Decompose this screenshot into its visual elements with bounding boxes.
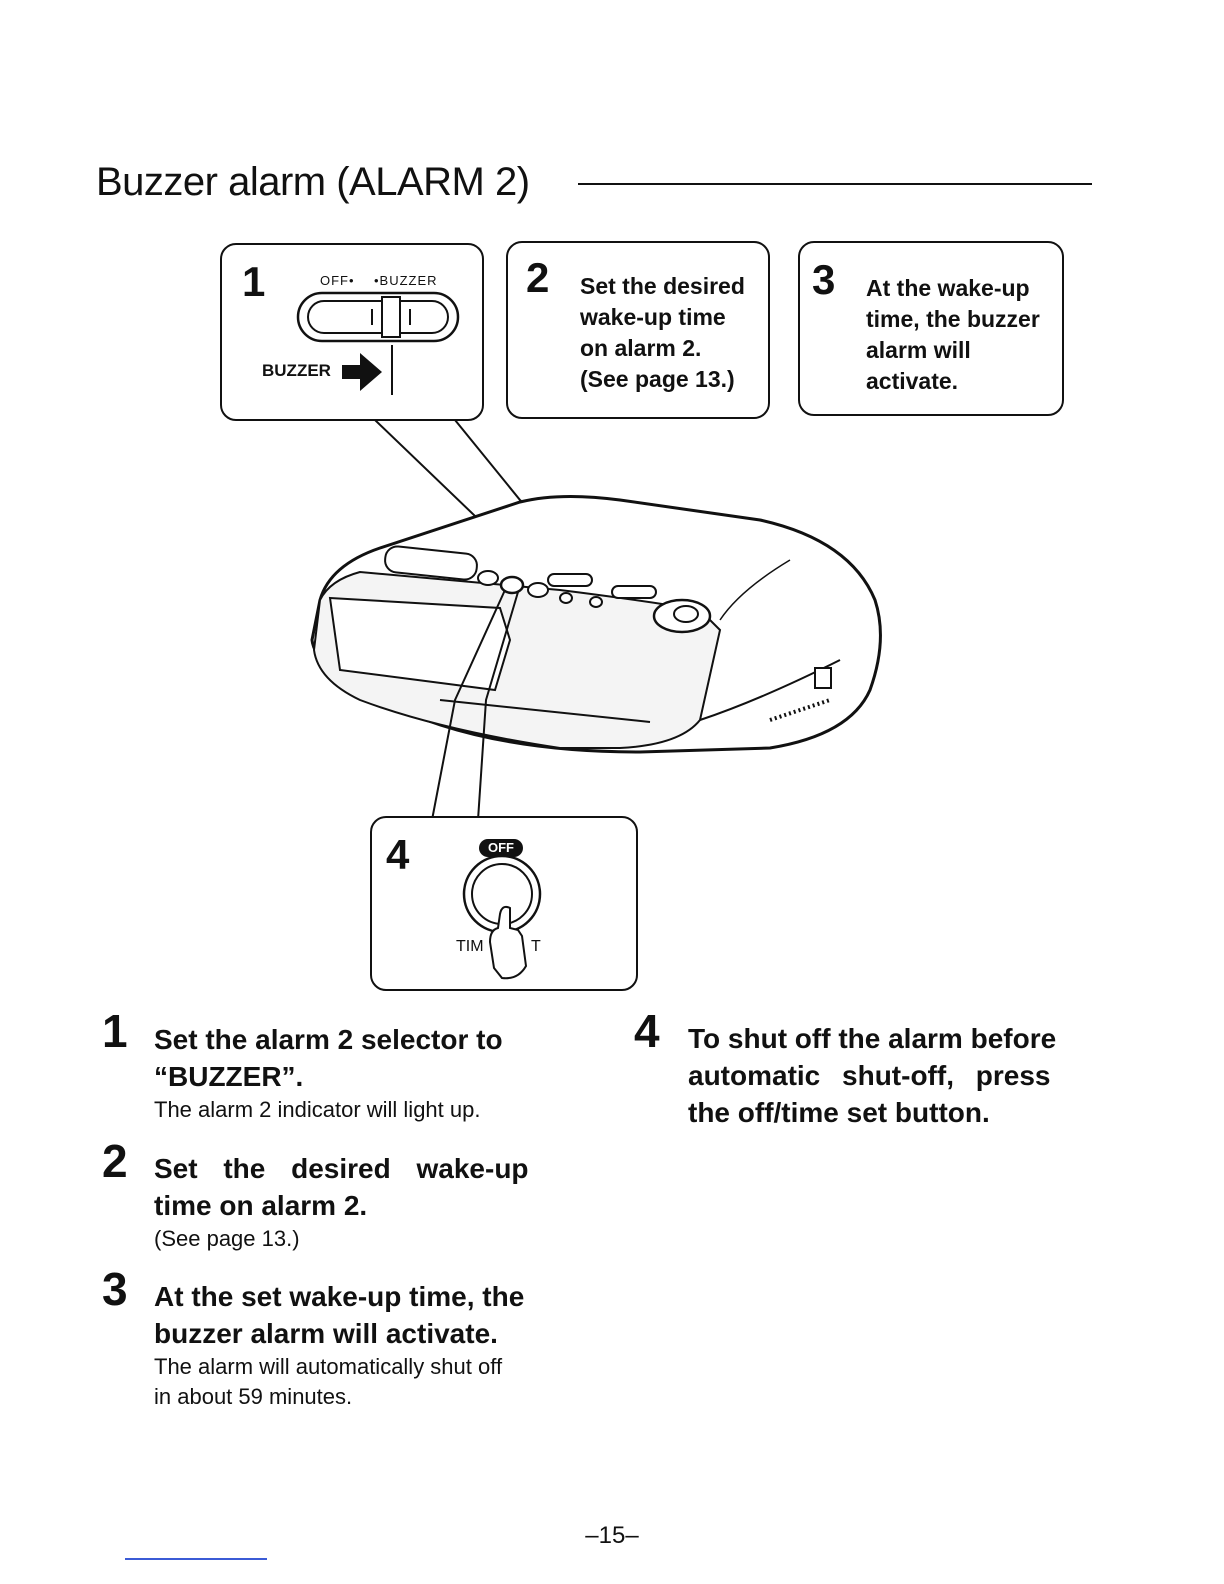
step-detail-line: The alarm will automatically shut off	[154, 1354, 503, 1379]
step-heading-line: “BUZZER”.	[154, 1061, 304, 1092]
step-heading-line: the off/time set button.	[688, 1097, 990, 1128]
off-badge: OFF	[479, 839, 523, 857]
callout-number: 2	[526, 254, 550, 301]
step-number: 2	[102, 1135, 128, 1187]
step-number: 4	[634, 1005, 660, 1057]
callout-line: alarm will	[866, 337, 971, 363]
button-caption-left: TIM	[456, 938, 484, 955]
callout-box-3: 3 At the wake-up time, the buzzer alarm …	[798, 241, 1064, 416]
arrow-icon	[342, 365, 360, 379]
step-detail-line: in about 59 minutes.	[154, 1384, 353, 1409]
step-number: 3	[102, 1263, 128, 1315]
step-heading-line: buzzer alarm will activate.	[154, 1318, 498, 1349]
callout-line: Set the desired	[580, 273, 745, 299]
top-display-slot	[384, 545, 478, 581]
callout-line: time, the buzzer	[866, 306, 1040, 332]
callout-number: 4	[386, 831, 410, 878]
callout-line: (See page 13.)	[580, 366, 735, 392]
callout-box-4: 4 OFF TIM T	[370, 816, 638, 991]
switch-caption: BUZZER	[262, 361, 331, 380]
callout-line: wake-up time	[580, 304, 726, 330]
page-number: –15–	[585, 1522, 639, 1549]
footer-line	[125, 1558, 267, 1560]
pressing-finger-icon	[488, 905, 528, 980]
section-title: Buzzer alarm (ALARM 2)	[96, 160, 530, 204]
off-time-set-button	[499, 575, 525, 595]
display-window	[328, 596, 512, 692]
step-detail-line: (See page 13.)	[154, 1226, 300, 1251]
title-rule	[578, 183, 1092, 185]
step-heading-line: automatic shut-off, press	[688, 1060, 1051, 1091]
step-number: 1	[102, 1005, 128, 1057]
step-detail-line: The alarm 2 indicator will light up.	[154, 1097, 481, 1122]
off-time-set-button-diagram	[462, 854, 542, 980]
step-heading-line: To shut off the alarm before	[688, 1023, 1057, 1054]
callout-number: 3	[812, 256, 836, 303]
callout-number: 1	[242, 258, 266, 305]
callout-line: At the wake-up	[866, 275, 1030, 301]
callout-box-1: 1 OFF• •BUZZER BUZZER	[220, 243, 484, 421]
step-heading-line: Set the desired wake-up	[154, 1153, 529, 1184]
button-caption-right: T	[531, 938, 541, 955]
alarm2-selector-switch	[611, 585, 657, 599]
step-heading-line: time on alarm 2.	[154, 1190, 368, 1221]
callout-box-2: 2 Set the desired wake-up time on alarm …	[506, 241, 770, 419]
step-heading-line: Set the alarm 2 selector to	[154, 1024, 503, 1055]
switch-off-label: OFF•	[320, 273, 355, 288]
step-heading-line: At the set wake-up time, the	[154, 1281, 525, 1312]
switch-buzzer-label: •BUZZER	[374, 273, 438, 288]
callout-line: on alarm 2.	[580, 335, 702, 361]
alarm-selector-switch-diagram	[296, 291, 460, 395]
callout-line: activate.	[866, 368, 959, 394]
